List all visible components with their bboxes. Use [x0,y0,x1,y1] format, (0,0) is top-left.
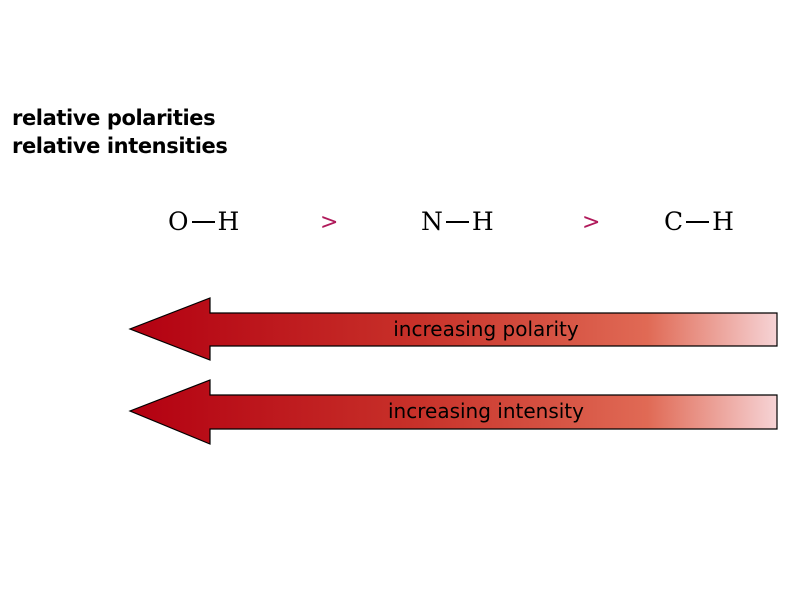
greater-than-symbol: > [582,210,601,235]
arrow-left-icon [128,379,778,445]
increasing-polarity-arrow: increasing polarity [128,297,778,361]
bond-ch: C H [664,206,734,238]
bond-line [445,221,469,223]
arrow-label-intensity: increasing intensity [388,399,584,423]
atom-c: C [664,207,684,236]
atom-o: O [168,207,189,236]
increasing-intensity-arrow: increasing intensity [128,379,778,445]
bond-nh: N H [421,206,494,238]
bond-oh: O H [168,206,239,238]
greater-than-symbol: > [320,210,339,235]
atom-n: N [421,207,443,236]
bond-line [191,221,215,223]
heading-relative-intensities: relative intensities [12,134,228,158]
atom-h: H [471,207,494,236]
atom-h: H [217,207,240,236]
arrow-label-polarity: increasing polarity [393,317,579,341]
bond-line [686,221,710,223]
atom-h: H [712,207,734,236]
heading-relative-polarities: relative polarities [12,106,216,130]
arrow-left-icon [128,297,778,361]
